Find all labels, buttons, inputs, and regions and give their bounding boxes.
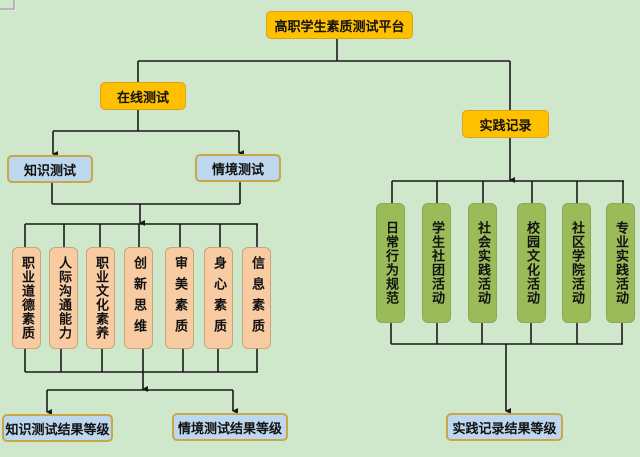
activity-label: 专业实践活动: [613, 221, 628, 305]
knowledge-test-label: 知识测试: [23, 163, 76, 179]
quality-node: 人际沟通能力: [49, 247, 78, 349]
quality-label: 身心素质: [211, 256, 226, 340]
quality-label: 创新思维: [131, 256, 146, 340]
scenario-result-node: 情境测试结果等级: [172, 413, 288, 441]
activity-node: 日常行为规范: [376, 203, 405, 323]
quality-label: 职业文化素养: [93, 256, 108, 340]
practice-record-label: 实践记录: [479, 118, 532, 134]
scenario-test-label: 情境测试: [211, 162, 264, 178]
window-corner-mark: [0, 0, 15, 10]
quality-label: 职业道德素质: [19, 256, 34, 340]
activity-label: 日常行为规范: [383, 221, 398, 305]
practice-record-node: 实践记录: [462, 110, 549, 138]
activity-label: 社区学院活动: [569, 221, 584, 305]
root-node-label: 高职学生素质测试平台: [274, 19, 405, 35]
scenario-result-label: 情境测试结果等级: [177, 421, 282, 437]
practice-result-label: 实践记录结果等级: [452, 421, 557, 437]
activity-node: 学生社团活动: [422, 203, 451, 323]
quality-node: 职业道德素质: [12, 247, 41, 349]
knowledge-result-label: 知识测试结果等级: [5, 422, 110, 438]
activity-node: 社会实践活动: [468, 203, 497, 323]
root-node: 高职学生素质测试平台: [266, 11, 413, 39]
quality-node: 审美素质: [165, 247, 194, 349]
activity-label: 社会实践活动: [475, 221, 490, 305]
quality-node: 信息素质: [242, 247, 271, 349]
online-test-label: 在线测试: [116, 90, 169, 106]
knowledge-result-node: 知识测试结果等级: [2, 414, 113, 442]
knowledge-test-node: 知识测试: [7, 155, 93, 183]
activity-node: 专业实践活动: [606, 203, 635, 323]
quality-node: 职业文化素养: [86, 247, 115, 349]
quality-label: 人际沟通能力: [56, 256, 71, 340]
activity-label: 校园文化活动: [524, 221, 539, 305]
practice-result-node: 实践记录结果等级: [446, 413, 563, 441]
scenario-test-node: 情境测试: [195, 154, 281, 182]
activity-label: 学生社团活动: [429, 221, 444, 305]
quality-node: 创新思维: [124, 247, 153, 349]
activity-node: 社区学院活动: [562, 203, 591, 323]
quality-label: 审美素质: [172, 256, 187, 340]
online-test-node: 在线测试: [100, 82, 186, 110]
quality-label: 信息素质: [249, 256, 264, 340]
activity-node: 校园文化活动: [517, 203, 546, 323]
quality-node: 身心素质: [204, 247, 233, 349]
